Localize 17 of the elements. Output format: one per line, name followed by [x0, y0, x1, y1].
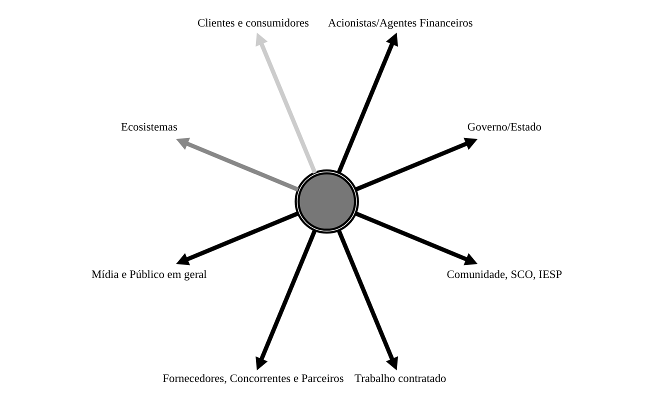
- node-text: Acionistas/Agentes Financeiros: [328, 18, 473, 30]
- node-circle: [294, 169, 359, 234]
- arrow: [176, 211, 299, 266]
- node-text: Comunidade, SCO, IESP: [446, 268, 562, 281]
- arrow: [336, 32, 398, 174]
- arrow: [354, 138, 478, 192]
- node-text: Governo/Estado: [467, 122, 542, 134]
- node-text: Trabalho contratado: [354, 372, 446, 385]
- arrow: [256, 229, 317, 370]
- arrow: [176, 138, 299, 192]
- node-text: Fornecedores, Concorrentes e Parceiros: [162, 372, 344, 385]
- node-text: Mídia e Público em geral: [92, 268, 207, 281]
- node-text: Ecosistemas: [121, 122, 178, 134]
- arrow: [336, 229, 398, 370]
- arrow: [354, 211, 478, 266]
- arrow: [256, 32, 317, 174]
- node-text: Clientes e consumidores: [197, 18, 310, 30]
